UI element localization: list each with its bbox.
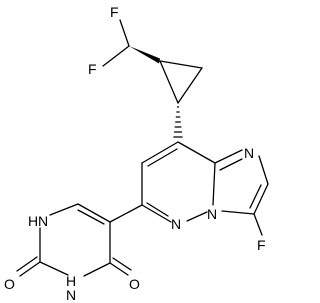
bond-c5-c6p-inner [77,209,105,225]
bond-cf-top [119,19,130,47]
bond-c6-c5p [109,204,143,223]
bond-c7-c8 [141,141,179,164]
bond-n5-c6-inner [146,202,169,217]
atom-h-lower: H [66,273,76,289]
atom-n-pyridazine: N [171,216,181,232]
bond-cp-top [159,60,203,69]
bond-c3-f [253,213,263,236]
bond-layer [16,19,269,277]
atom-f-ring: F [257,237,266,253]
bond-cf-left [102,45,130,67]
bond-c8-c8a [177,141,216,164]
bond-hash-lower [173,106,183,138]
bond-c2p-o-inner [16,256,38,272]
bond-cp-right [177,67,203,104]
atom-n-upper: N [38,213,48,229]
bond-c2p-o [19,261,41,277]
bond-c2-c3 [253,183,269,215]
atom-o-left: O [4,276,15,292]
atom-h-upper: H [28,213,38,229]
bond-c5-c6p [77,203,111,223]
structure-canvas: F F N N N F H N H N O O [4,4,269,303]
atom-f-left: F [88,61,97,77]
bond-c2-c3-inner [249,184,262,209]
molecule-diagram: F F N N N F H N H N O O [4,4,269,303]
atom-layer: F F N N N F H N H N O O [4,4,266,303]
bond-c8a-n4 [212,162,216,206]
atom-o-right: O [129,276,140,292]
atom-f-top: F [110,4,119,20]
bond-wedge-upper [129,46,160,64]
bond-c3-n4 [221,210,255,215]
bond-c6p-n1p [49,203,79,216]
bond-n4-n5 [186,211,208,222]
atom-n-bridge: N [207,206,217,222]
bond-c2p-n3p [39,261,69,276]
atom-n-imidazole: N [244,145,254,161]
bond-c7-c8-inner [147,148,178,167]
bond-c4p-o [109,262,129,276]
bond-c8a-n1-inner [219,158,243,171]
bond-cp-left [159,60,179,104]
atom-n-lower: N [66,287,76,303]
bond-n3p-c4p [83,262,111,277]
bond-c4p-o-inner [112,257,132,271]
bond-n5-c6 [141,204,172,223]
bond-n1-c2 [258,155,269,185]
bond-c8a-n1 [214,149,243,164]
